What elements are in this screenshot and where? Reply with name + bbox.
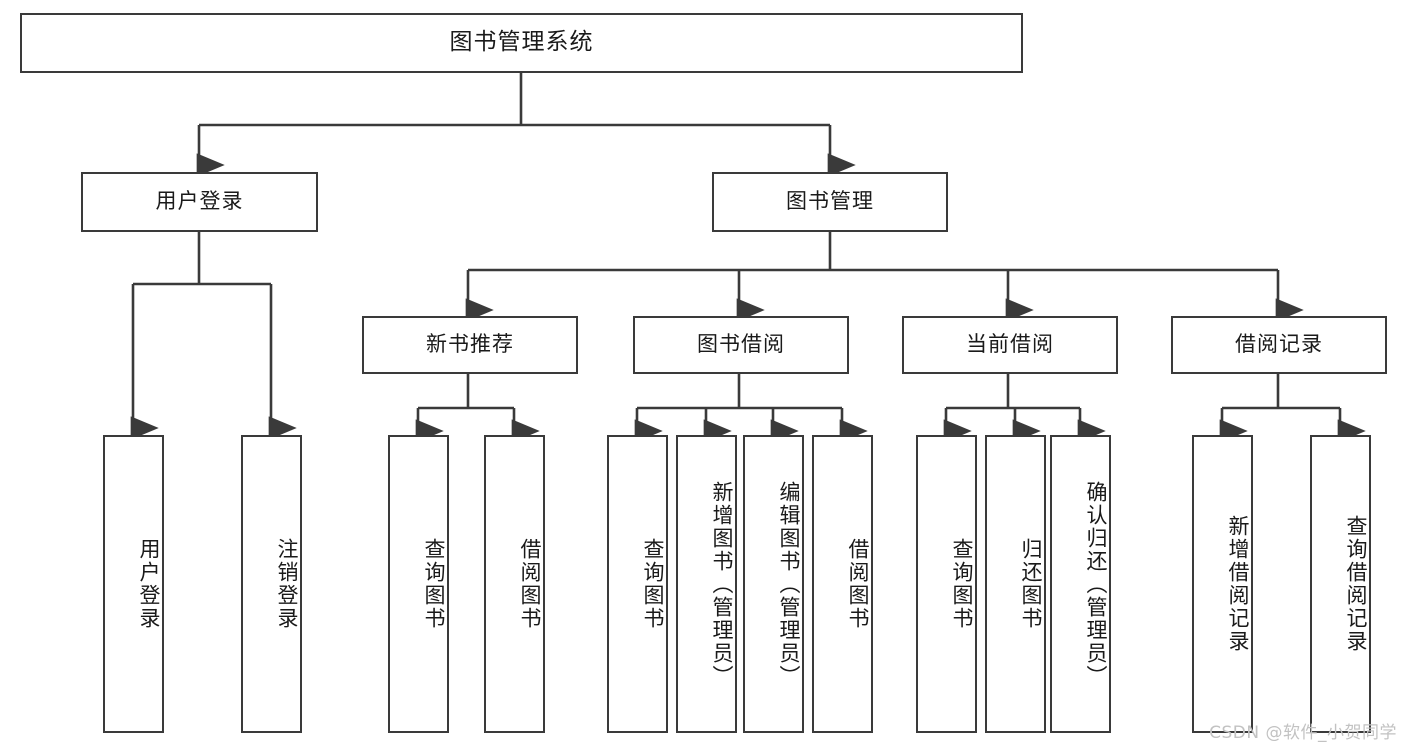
leaf-add-book[interactable]: 新增图书（管理员） xyxy=(676,435,737,733)
leaf-add-record[interactable]: 新增借阅记录 xyxy=(1192,435,1253,733)
node-book-borrow-label: 图书借阅 xyxy=(697,332,785,357)
leaf-borrow-book-1-label: 借阅图书 xyxy=(518,538,542,630)
node-current-borrow-label: 当前借阅 xyxy=(966,332,1054,357)
node-user-login-label: 用户登录 xyxy=(155,189,244,214)
node-book-manage-label: 图书管理 xyxy=(786,189,874,214)
leaf-return-book[interactable]: 归还图书 xyxy=(985,435,1046,733)
leaf-logout[interactable]: 注销登录 xyxy=(241,435,302,733)
leaf-add-record-label: 新增借阅记录 xyxy=(1226,515,1250,653)
leaf-query-record[interactable]: 查询借阅记录 xyxy=(1310,435,1371,733)
leaf-return-book-label: 归还图书 xyxy=(1019,538,1043,630)
node-book-manage[interactable]: 图书管理 xyxy=(712,172,948,232)
leaf-query-book-3[interactable]: 查询图书 xyxy=(916,435,977,733)
leaf-query-book-1[interactable]: 查询图书 xyxy=(388,435,449,733)
leaf-add-book-label: 新增图书（管理员） xyxy=(710,480,734,688)
leaf-query-record-label: 查询借阅记录 xyxy=(1344,515,1368,653)
node-book-borrow[interactable]: 图书借阅 xyxy=(633,316,849,374)
leaf-confirm-return-label: 确认归还（管理员） xyxy=(1084,480,1108,688)
leaf-edit-book-label: 编辑图书（管理员） xyxy=(777,480,801,688)
node-borrow-record[interactable]: 借阅记录 xyxy=(1171,316,1387,374)
leaf-query-book-2[interactable]: 查询图书 xyxy=(607,435,668,733)
leaf-query-book-2-label: 查询图书 xyxy=(641,538,665,630)
leaf-logout-label: 注销登录 xyxy=(275,538,299,630)
node-new-book-recommend-label: 新书推荐 xyxy=(426,332,514,357)
leaf-user-login-label: 用户登录 xyxy=(137,538,161,630)
node-new-book-recommend[interactable]: 新书推荐 xyxy=(362,316,578,374)
root-title-label: 图书管理系统 xyxy=(449,29,594,56)
watermark-text: CSDN @软件_小贺同学 xyxy=(1209,723,1397,743)
leaf-confirm-return[interactable]: 确认归还（管理员） xyxy=(1050,435,1111,733)
leaf-query-book-3-label: 查询图书 xyxy=(950,538,974,630)
node-user-login[interactable]: 用户登录 xyxy=(81,172,318,232)
node-current-borrow[interactable]: 当前借阅 xyxy=(902,316,1118,374)
leaf-user-login[interactable]: 用户登录 xyxy=(103,435,164,733)
leaf-edit-book[interactable]: 编辑图书（管理员） xyxy=(743,435,804,733)
node-borrow-record-label: 借阅记录 xyxy=(1235,332,1323,357)
leaf-borrow-book-1[interactable]: 借阅图书 xyxy=(484,435,545,733)
leaf-borrow-book-2-label: 借阅图书 xyxy=(846,538,870,630)
leaf-query-book-1-label: 查询图书 xyxy=(422,538,446,630)
node-root-title[interactable]: 图书管理系统 xyxy=(20,13,1023,73)
leaf-borrow-book-2[interactable]: 借阅图书 xyxy=(812,435,873,733)
